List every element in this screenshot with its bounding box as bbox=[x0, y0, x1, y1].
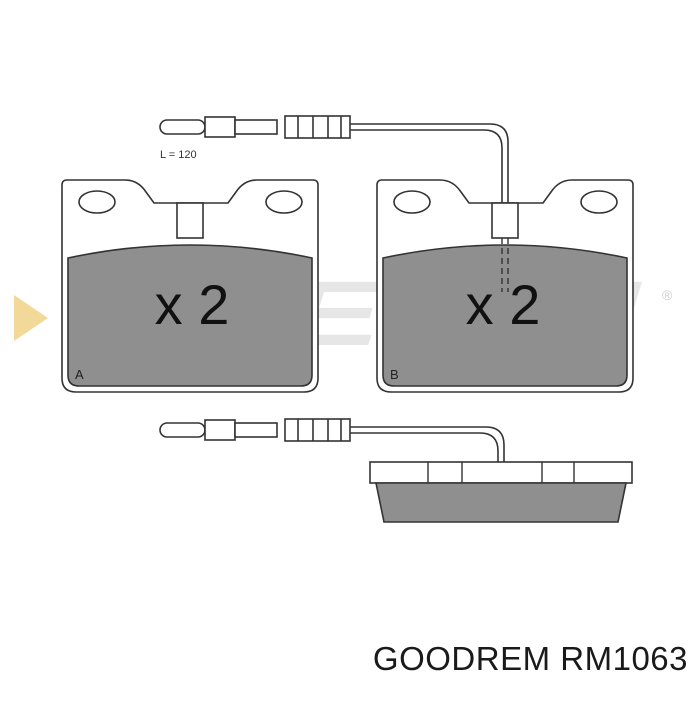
pad-b-stem bbox=[491, 202, 519, 239]
pad-a-right-hole bbox=[265, 190, 303, 214]
pad-b-friction-material bbox=[382, 244, 628, 387]
watermark-arrow-icon bbox=[14, 295, 48, 341]
product-caption: GOODREM RM1063 bbox=[373, 640, 688, 678]
quantity-label-right: x 2 bbox=[466, 273, 541, 336]
pad-b-right-hole bbox=[580, 190, 618, 214]
pad-b-label: B bbox=[390, 367, 399, 382]
watermark-registered-mark: ® bbox=[662, 287, 673, 303]
pad-a-label: A bbox=[75, 367, 84, 382]
pad-a: x 2 A bbox=[61, 179, 319, 393]
pad-b-left-hole bbox=[393, 190, 431, 214]
pad-side-view bbox=[369, 461, 633, 523]
brand-name: GOODREM bbox=[372, 640, 551, 677]
quantity-label-left: x 2 bbox=[155, 273, 230, 336]
pad-a-friction-material bbox=[67, 244, 313, 387]
pad-a-left-hole bbox=[78, 190, 116, 214]
pad-side-backing-plate bbox=[369, 461, 633, 484]
wire-length-label: L = 120 bbox=[160, 149, 197, 161]
bottom-wear-sensor bbox=[159, 418, 507, 494]
pad-side-friction-material bbox=[375, 482, 627, 523]
part-number: RM1063 bbox=[560, 640, 688, 677]
pad-a-stem bbox=[176, 202, 204, 239]
pad-b: x 2 B bbox=[376, 179, 634, 393]
